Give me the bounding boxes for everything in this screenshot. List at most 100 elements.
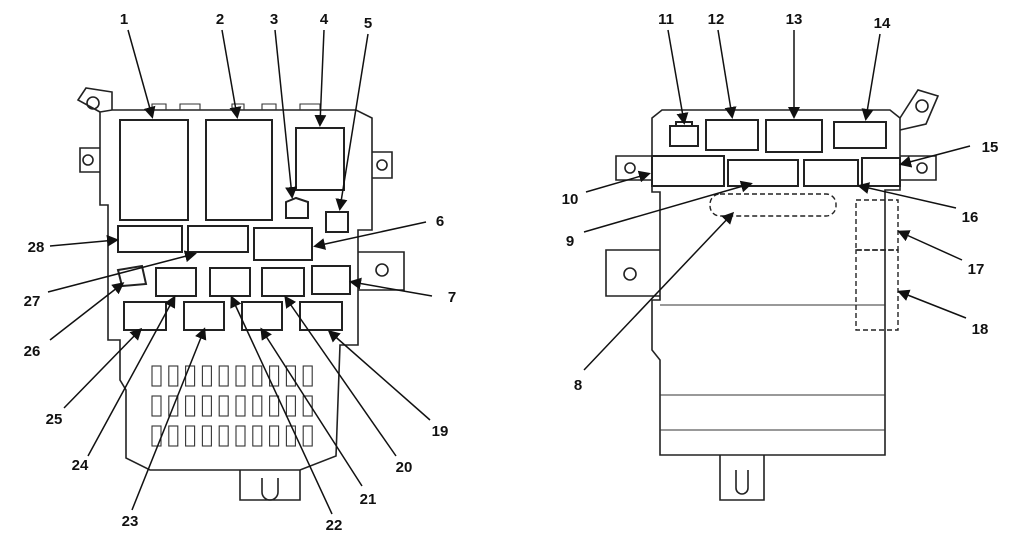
- label-8: 8: [574, 377, 582, 394]
- leader-24: [87, 295, 176, 457]
- label-3: 3: [270, 11, 278, 28]
- leader-26: [49, 282, 125, 341]
- fuse-slot: [168, 425, 179, 447]
- leader-8: [583, 211, 735, 371]
- relay-21: [209, 267, 251, 297]
- component-18: [855, 249, 899, 331]
- connector-27: [187, 225, 249, 253]
- fuse-slot: [302, 365, 313, 387]
- fuse-slot: [168, 365, 179, 387]
- connector-15: [861, 157, 901, 187]
- left-bottom-tab: [239, 470, 301, 501]
- relay-23: [183, 301, 225, 331]
- relay-4: [295, 127, 345, 191]
- label-22: 22: [326, 517, 343, 534]
- fuse-slot: [218, 425, 229, 447]
- fuse-slot: [201, 425, 212, 447]
- label-1: 1: [120, 11, 128, 28]
- fuse-slot: [252, 365, 263, 387]
- label-10: 10: [562, 191, 579, 208]
- relay-7: [311, 265, 351, 295]
- left-side-tab: [79, 147, 100, 173]
- right-side-tab: [372, 151, 393, 179]
- fuse-slot: [151, 365, 162, 387]
- leader-11: [667, 29, 689, 125]
- label-12: 12: [708, 11, 725, 28]
- right-top-ear-hole: [915, 99, 929, 113]
- fuse-slot: [185, 365, 196, 387]
- fuse-slot: [235, 395, 246, 417]
- fuse-slot: [269, 425, 280, 447]
- fuse-slot: [269, 365, 280, 387]
- right-side-tab-hole: [376, 159, 388, 171]
- leader-19: [327, 330, 431, 421]
- label-20: 20: [396, 459, 413, 476]
- leader-28: [49, 234, 119, 247]
- label-26: 26: [24, 343, 41, 360]
- component-8: [709, 193, 837, 217]
- right-box-left-connector-hole: [623, 267, 637, 281]
- label-28: 28: [28, 239, 45, 256]
- relay-2: [205, 119, 273, 221]
- right-bottom-slot: [735, 470, 749, 495]
- label-14: 14: [874, 15, 891, 32]
- right-bottom-tab: [719, 455, 765, 501]
- label-18: 18: [972, 321, 989, 338]
- label-15: 15: [982, 139, 999, 156]
- fuse-slot: [151, 395, 162, 417]
- label-24: 24: [72, 457, 89, 474]
- leader-3: [274, 29, 298, 199]
- connector-16: [803, 159, 859, 187]
- leader-10: [585, 170, 651, 193]
- leader-27: [47, 250, 197, 293]
- label-6: 6: [436, 213, 444, 230]
- label-4: 4: [320, 11, 329, 28]
- connector-9: [727, 159, 799, 187]
- label-23: 23: [122, 513, 139, 530]
- fuse-slot: [218, 365, 229, 387]
- fuse-slot: [302, 425, 313, 447]
- right-box-seams: [660, 304, 885, 431]
- leader-22: [230, 295, 333, 515]
- number-labels: 1 2 3 4 5 6 7 8 9 10 11 12 13 14 15 16 1…: [24, 11, 999, 534]
- fuse-slot: [235, 425, 246, 447]
- right-box-left-tab-hole: [624, 162, 636, 174]
- label-19: 19: [432, 423, 449, 440]
- fuse-slot: [185, 395, 196, 417]
- component-3: [285, 196, 309, 219]
- leader-2: [221, 29, 242, 119]
- component-26: [116, 264, 148, 288]
- connector-6: [253, 227, 313, 261]
- fuse-slot: [252, 395, 263, 417]
- label-13: 13: [786, 11, 803, 28]
- leader-23: [131, 327, 207, 511]
- leader-16: [857, 182, 957, 209]
- right-box-left-tab: [615, 155, 652, 181]
- right-box-left-connector: [605, 249, 660, 297]
- leader-lines: [47, 29, 971, 515]
- label-9: 9: [566, 233, 574, 250]
- label-5: 5: [364, 15, 372, 32]
- label-25: 25: [46, 411, 63, 428]
- left-top-ear: [76, 87, 113, 113]
- fuse-slot: [285, 425, 296, 447]
- left-side-tab-hole: [82, 154, 94, 166]
- fuse-slot: [269, 395, 280, 417]
- relay-20: [261, 267, 305, 297]
- component-17: [855, 199, 899, 251]
- label-27: 27: [24, 293, 41, 310]
- connector-12: [705, 119, 759, 151]
- leader-6: [313, 221, 427, 250]
- fuse-slot: [185, 425, 196, 447]
- fuse-slot-grid: [151, 365, 313, 447]
- right-box-outline: [651, 109, 901, 456]
- fuse-slot: [235, 365, 246, 387]
- label-2: 2: [216, 11, 224, 28]
- left-fuse-box: [76, 87, 405, 501]
- connector-10: [651, 155, 725, 187]
- right-fuse-box: [605, 89, 940, 501]
- component-5: [325, 211, 349, 233]
- fuse-slot: [151, 425, 162, 447]
